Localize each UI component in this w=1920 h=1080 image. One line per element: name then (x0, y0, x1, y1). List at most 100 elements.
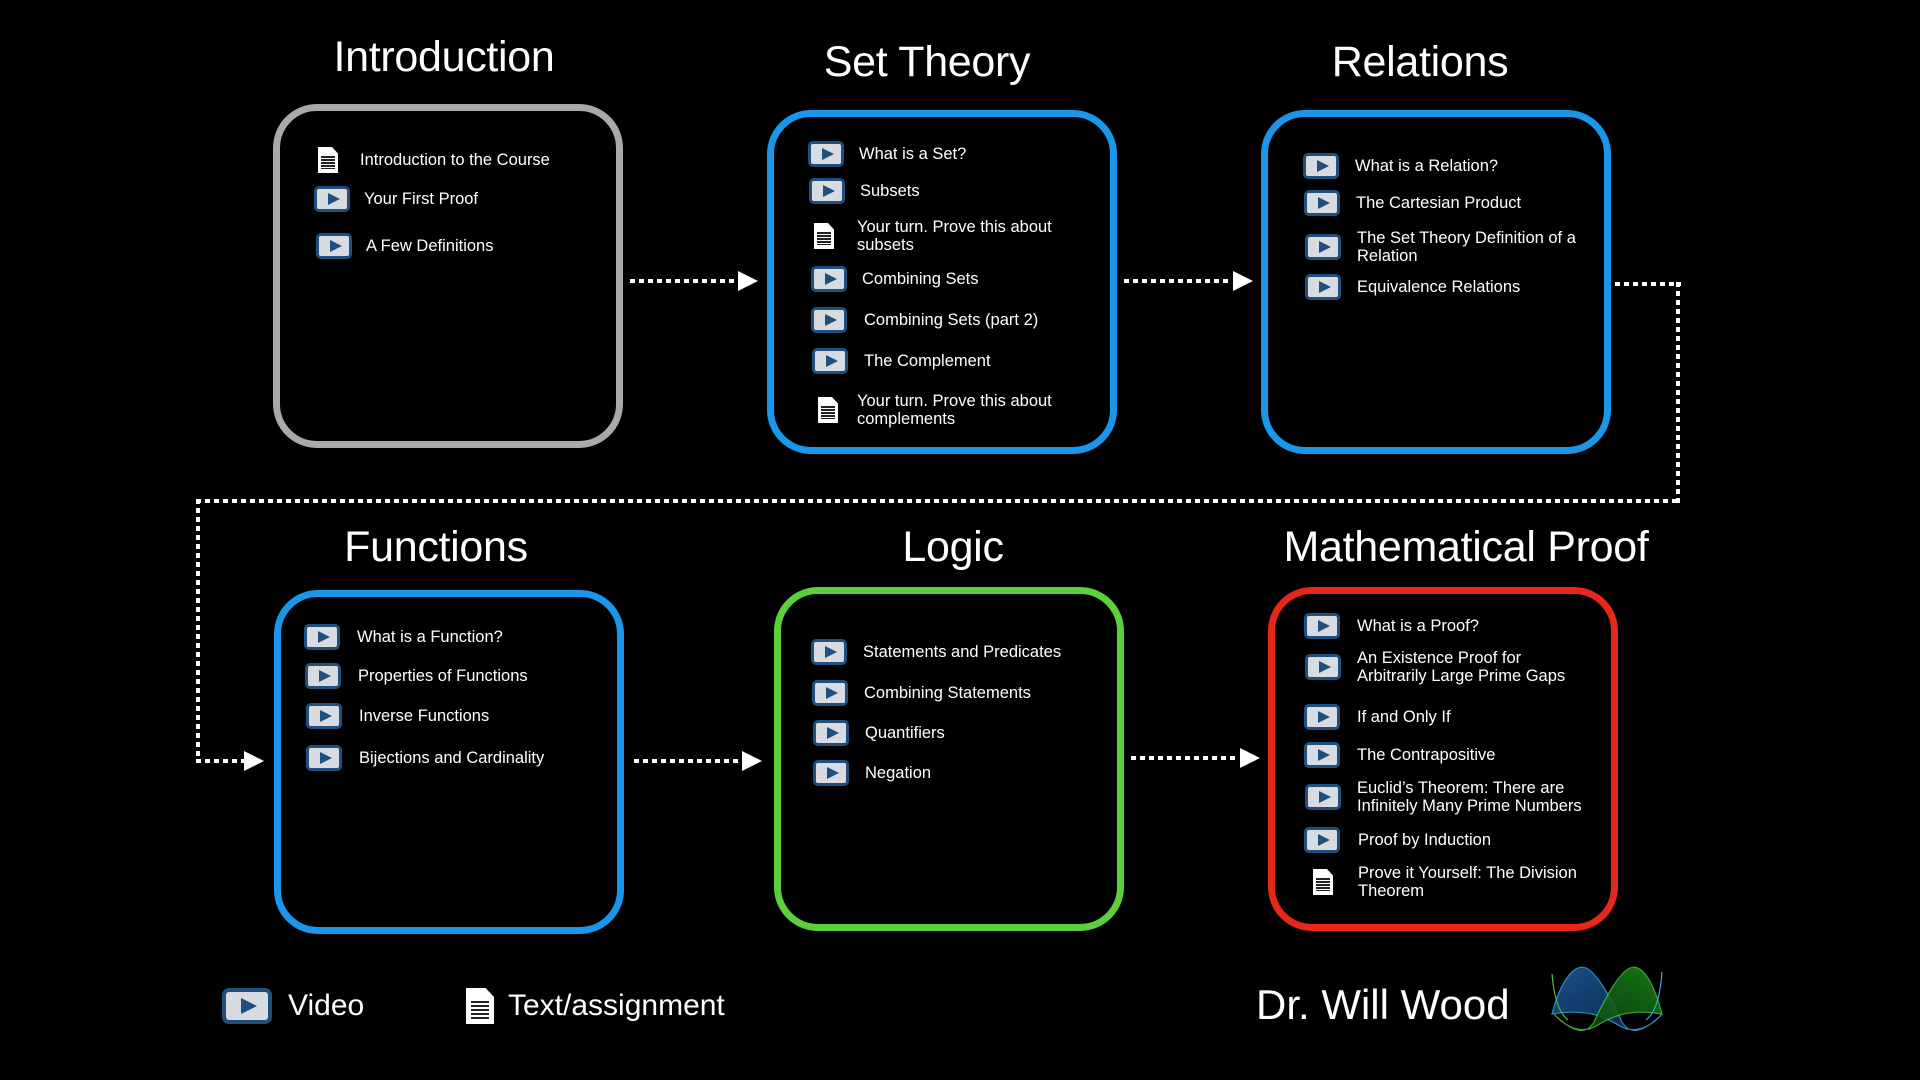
lesson-label: Combining Sets (862, 270, 979, 288)
dotted-line (196, 499, 200, 763)
lesson-label: If and Only If (1357, 708, 1451, 726)
dotted-line (196, 759, 244, 763)
arrowhead-icon (1240, 748, 1260, 768)
lesson-label: A Few Definitions (366, 237, 494, 255)
module-box-functions[interactable]: What is a Function? Properties of Functi… (274, 590, 624, 934)
lesson-label: Proof by Induction (1358, 831, 1491, 849)
video-play-icon (1304, 190, 1340, 216)
module-box-relations[interactable]: What is a Relation? The Cartesian Produc… (1261, 110, 1611, 454)
module-title-set-theory: Set Theory (823, 38, 1031, 86)
lesson-label: Your First Proof (364, 190, 479, 208)
lesson-item[interactable]: Prove it Yourself: The Division Theorem (1313, 864, 1588, 900)
wave-logo-icon (1551, 966, 1663, 1031)
legend-video-label: Video (288, 989, 365, 1022)
module-title-functions: Functions (344, 523, 528, 571)
lesson-item[interactable]: Subsets (809, 178, 920, 204)
video-play-icon (306, 745, 342, 771)
legend-text: Text/assignment (466, 988, 725, 1024)
lesson-item[interactable]: The Set Theory Definition of a Relation (1305, 229, 1597, 265)
lesson-label: Bijections and Cardinality (359, 749, 545, 767)
video-play-icon (316, 233, 352, 259)
module-title-introduction: Introduction (333, 33, 555, 81)
video-play-icon (314, 186, 350, 212)
video-play-icon (1304, 827, 1340, 853)
video-play-icon (306, 703, 342, 729)
lesson-item[interactable]: What is a Proof? (1304, 613, 1479, 639)
lesson-item[interactable]: Proof by Induction (1304, 827, 1491, 853)
lesson-item[interactable]: The Cartesian Product (1304, 190, 1521, 216)
lesson-item[interactable]: Inverse Functions (306, 703, 489, 729)
module-title-logic: Logic (902, 523, 1004, 571)
lesson-label: What is a Set? (859, 145, 967, 163)
lesson-item[interactable]: Your turn. Prove this about complements (818, 392, 1067, 428)
arrowhead-icon (244, 751, 264, 771)
lesson-item[interactable]: A Few Definitions (316, 233, 493, 259)
module-box-logic[interactable]: Statements and Predicates Combining Stat… (774, 587, 1124, 931)
video-play-icon (1304, 613, 1340, 639)
video-play-icon (1304, 742, 1340, 768)
lesson-label: What is a Function? (357, 628, 503, 646)
lesson-label: Combining Statements (864, 684, 1031, 702)
lesson-label: An Existence Proof for Arbitrarily Large… (1357, 649, 1566, 685)
video-play-icon (305, 663, 341, 689)
video-play-icon (811, 266, 847, 292)
lesson-item[interactable]: Your First Proof (314, 186, 478, 212)
video-play-icon (808, 141, 844, 167)
video-play-icon (813, 760, 849, 786)
lesson-label: Your turn. Prove this about complements (857, 392, 1052, 428)
lesson-label: What is a Relation? (1355, 157, 1499, 175)
lesson-label: Inverse Functions (359, 707, 490, 725)
lesson-item[interactable]: An Existence Proof for Arbitrarily Large… (1305, 649, 1587, 685)
lesson-item[interactable]: Combining Statements (812, 680, 1031, 706)
lesson-item[interactable]: Euclid’s Theorem: There are Infinitely M… (1305, 779, 1597, 815)
video-play-icon (304, 624, 340, 650)
lesson-label: Subsets (860, 182, 920, 200)
lesson-item[interactable]: Quantifiers (813, 720, 945, 746)
lesson-item[interactable]: Combining Sets (811, 266, 978, 292)
dotted-line (1124, 279, 1232, 283)
dotted-line (1676, 282, 1680, 504)
video-play-icon (1305, 784, 1341, 810)
lesson-label: Statements and Predicates (863, 643, 1062, 661)
lesson-item[interactable]: Statements and Predicates (811, 639, 1061, 665)
lesson-item[interactable]: Combining Sets (part 2) (811, 307, 1038, 333)
arrowhead-icon (1233, 271, 1253, 291)
lesson-item[interactable]: Equivalence Relations (1305, 274, 1520, 300)
module-box-mathematical-proof[interactable]: What is a Proof? An Existence Proof for … (1268, 587, 1618, 931)
lesson-item[interactable]: Your turn. Prove this about subsets (814, 218, 1067, 254)
video-play-icon (812, 348, 848, 374)
lesson-label: Prove it Yourself: The Division Theorem (1358, 864, 1577, 900)
video-play-icon (811, 307, 847, 333)
lesson-item[interactable]: Introduction to the Course (318, 147, 550, 173)
video-play-icon (222, 988, 272, 1024)
document-icon (466, 988, 494, 1024)
video-play-icon (1303, 153, 1339, 179)
lesson-item[interactable]: The Contrapositive (1304, 742, 1496, 768)
lesson-label: Properties of Functions (358, 667, 528, 685)
lesson-label: Introduction to the Course (360, 151, 550, 169)
document-icon (318, 147, 338, 173)
lesson-item[interactable]: Properties of Functions (305, 663, 528, 689)
author-name: Dr. Will Wood (1256, 981, 1510, 1028)
module-box-set-theory[interactable]: What is a Set? Subsets Your turn. Prove … (767, 110, 1117, 454)
dotted-line (1131, 756, 1238, 760)
module-title-mathematical-proof: Mathematical Proof (1283, 523, 1649, 571)
lesson-item[interactable]: Negation (813, 760, 931, 786)
module-box-introduction[interactable]: Introduction to the Course Your First Pr… (273, 104, 623, 448)
lesson-label: Euclid’s Theorem: There are Infinitely M… (1357, 779, 1582, 815)
lesson-label: Equivalence Relations (1357, 278, 1521, 296)
lesson-item[interactable]: What is a Set? (808, 141, 966, 167)
dotted-line (630, 279, 738, 283)
lesson-item[interactable]: What is a Relation? (1303, 153, 1498, 179)
lesson-item[interactable]: If and Only If (1304, 704, 1451, 730)
lesson-item[interactable]: What is a Function? (304, 624, 503, 650)
lesson-item[interactable]: Bijections and Cardinality (306, 745, 544, 771)
lesson-label: Quantifiers (865, 724, 945, 742)
module-title-relations: Relations (1331, 38, 1509, 86)
lesson-label: The Complement (864, 352, 991, 370)
lesson-item[interactable]: The Complement (812, 348, 991, 374)
dotted-line (196, 499, 1680, 503)
dotted-line (634, 759, 740, 763)
video-play-icon (1305, 274, 1341, 300)
lesson-label: The Contrapositive (1357, 746, 1496, 764)
